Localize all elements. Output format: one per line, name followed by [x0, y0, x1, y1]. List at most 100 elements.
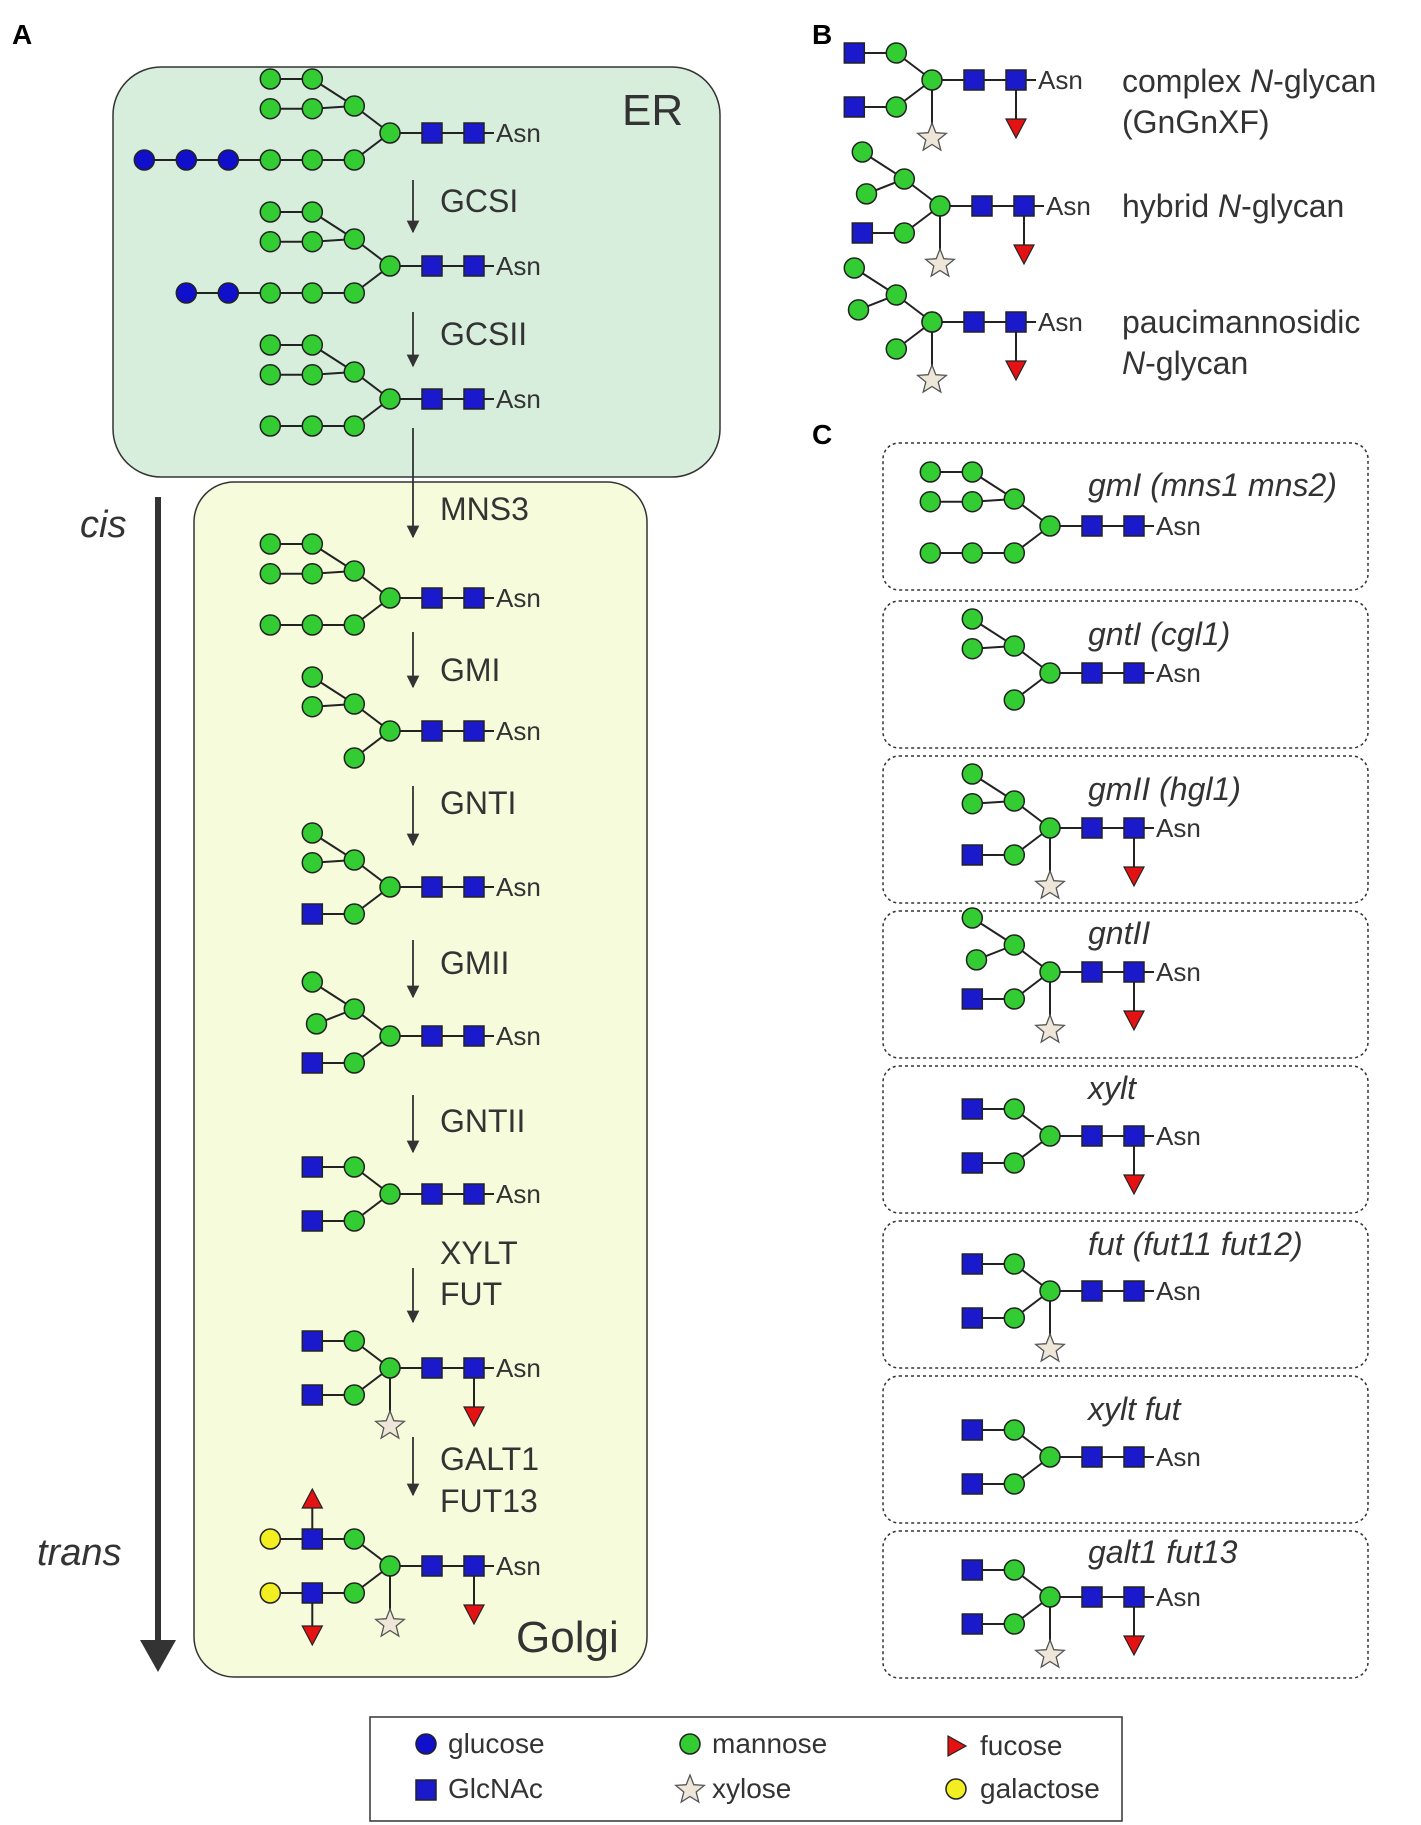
- mannose-icon: [885, 96, 908, 118]
- glcnac-icon: [463, 587, 485, 609]
- mannose-icon: [379, 1555, 401, 1577]
- asparagine-label: Asn: [1156, 957, 1201, 987]
- mannose-icon: [343, 415, 366, 437]
- mannose-icon: [1039, 1125, 1061, 1147]
- mutant-label: fut (fut11 fut12): [1088, 1226, 1303, 1262]
- glycan-type-label: hybrid N-glycan: [1122, 188, 1344, 224]
- glcnac-icon: [463, 255, 485, 277]
- enzyme-label: FUT: [440, 1276, 502, 1312]
- mannose-icon: [305, 1013, 328, 1035]
- glcnac-icon: [463, 1555, 485, 1577]
- mannose-icon: [343, 282, 366, 304]
- xylose-icon: [1034, 1013, 1066, 1044]
- mannose-icon: [259, 149, 282, 171]
- glcnac-icon: [1005, 311, 1027, 333]
- glucose-icon: [415, 1733, 437, 1755]
- glcnac-icon: [961, 1473, 984, 1495]
- galactose-icon: [259, 1528, 282, 1550]
- mannose-icon: [343, 998, 366, 1020]
- asparagine-label: Asn: [496, 583, 541, 613]
- legend-label: mannose: [712, 1728, 827, 1759]
- legend-label: galactose: [980, 1773, 1100, 1804]
- galactose-icon: [945, 1778, 967, 1800]
- mannose-icon: [1039, 961, 1061, 983]
- glcnac-icon: [961, 1098, 984, 1120]
- mutant-label: xylt fut: [1086, 1391, 1182, 1427]
- legend-label: xylose: [712, 1773, 791, 1804]
- glcnac-icon: [421, 876, 443, 898]
- mannose-icon: [343, 849, 366, 871]
- mannose-icon: [1039, 515, 1061, 537]
- glcnac-icon: [1123, 961, 1145, 983]
- mannose-icon: [343, 903, 366, 925]
- mannose-icon: [961, 542, 984, 564]
- mannose-icon: [343, 1384, 366, 1406]
- mannose-icon: [301, 415, 324, 437]
- glcnac-icon: [963, 69, 985, 91]
- legend-label: GlcNAc: [448, 1773, 543, 1804]
- glcnac-icon: [301, 1528, 324, 1550]
- enzyme-label: GNTII: [440, 1103, 525, 1139]
- glcnac-icon: [463, 388, 485, 410]
- glucose-icon: [217, 282, 240, 304]
- fucose-icon: [1005, 118, 1027, 140]
- mannose-icon: [343, 1210, 366, 1232]
- mannose-icon: [1003, 934, 1026, 956]
- glcnac-icon: [1005, 69, 1027, 91]
- glcnac-icon: [1123, 515, 1145, 537]
- mannose-icon: [961, 763, 984, 785]
- asparagine-label: Asn: [1156, 1442, 1201, 1472]
- enzyme-label: GMII: [440, 945, 509, 981]
- asparagine-label: Asn: [1038, 307, 1083, 337]
- glcnac-icon: [421, 1555, 443, 1577]
- mutant-box: [882, 910, 1369, 1059]
- asparagine-label: Asn: [496, 1551, 541, 1581]
- asparagine-label: Asn: [496, 251, 541, 281]
- asparagine-label: Asn: [1156, 1121, 1201, 1151]
- glucose-icon: [175, 282, 198, 304]
- panel-c-label: C: [812, 419, 832, 450]
- trans-label: trans: [37, 1532, 121, 1574]
- mannose-icon: [379, 1183, 401, 1205]
- mutant-box: [882, 1220, 1369, 1369]
- asparagine-label: Asn: [1156, 1582, 1201, 1612]
- mannose-icon: [259, 415, 282, 437]
- glcnac-icon: [463, 1357, 485, 1379]
- mannose-icon: [259, 334, 282, 356]
- xylose-icon: [916, 121, 948, 152]
- fucose-icon: [1005, 360, 1027, 382]
- glcnac-icon: [421, 1025, 443, 1047]
- fucose-icon: [947, 1734, 968, 1758]
- glcnac-icon: [1081, 1446, 1103, 1468]
- glcnac-icon: [421, 388, 443, 410]
- galactose-icon: [259, 1582, 282, 1604]
- glcnac-icon: [301, 1052, 324, 1074]
- mannose-icon: [301, 851, 324, 874]
- glcnac-icon: [421, 720, 443, 742]
- glycan-structures: AsnAsnAsnAsnAsnAsnAsnAsnAsnAsnAsnAsnAsnA…: [133, 42, 1201, 1804]
- mannose-icon: [301, 562, 324, 585]
- xylose-icon: [1034, 1332, 1066, 1363]
- cis-label: cis: [80, 504, 126, 546]
- mannose-icon: [301, 68, 324, 90]
- enzyme-label: MNS3: [440, 491, 529, 527]
- er-label: ER: [622, 86, 683, 135]
- mannose-icon: [1039, 817, 1061, 839]
- glcnac-icon: [1123, 1446, 1145, 1468]
- glycan-type-label: paucimannosidic: [1122, 304, 1360, 340]
- glucose-icon: [133, 149, 156, 171]
- mutant-box: [882, 600, 1369, 749]
- mannose-icon: [343, 149, 366, 171]
- glcnac-icon: [961, 1253, 984, 1275]
- glcnac-icon: [843, 96, 866, 118]
- mannose-icon: [301, 282, 324, 304]
- asparagine-label: Asn: [1156, 511, 1201, 541]
- mannose-icon: [893, 222, 916, 244]
- mannose-icon: [1003, 1419, 1026, 1441]
- mannose-icon: [301, 533, 324, 555]
- mutant-label: xylt: [1086, 1070, 1137, 1106]
- asparagine-label: Asn: [496, 872, 541, 902]
- glcnac-icon: [415, 1779, 437, 1801]
- enzyme-label: GALT1: [440, 1441, 539, 1477]
- mannose-icon: [919, 542, 942, 564]
